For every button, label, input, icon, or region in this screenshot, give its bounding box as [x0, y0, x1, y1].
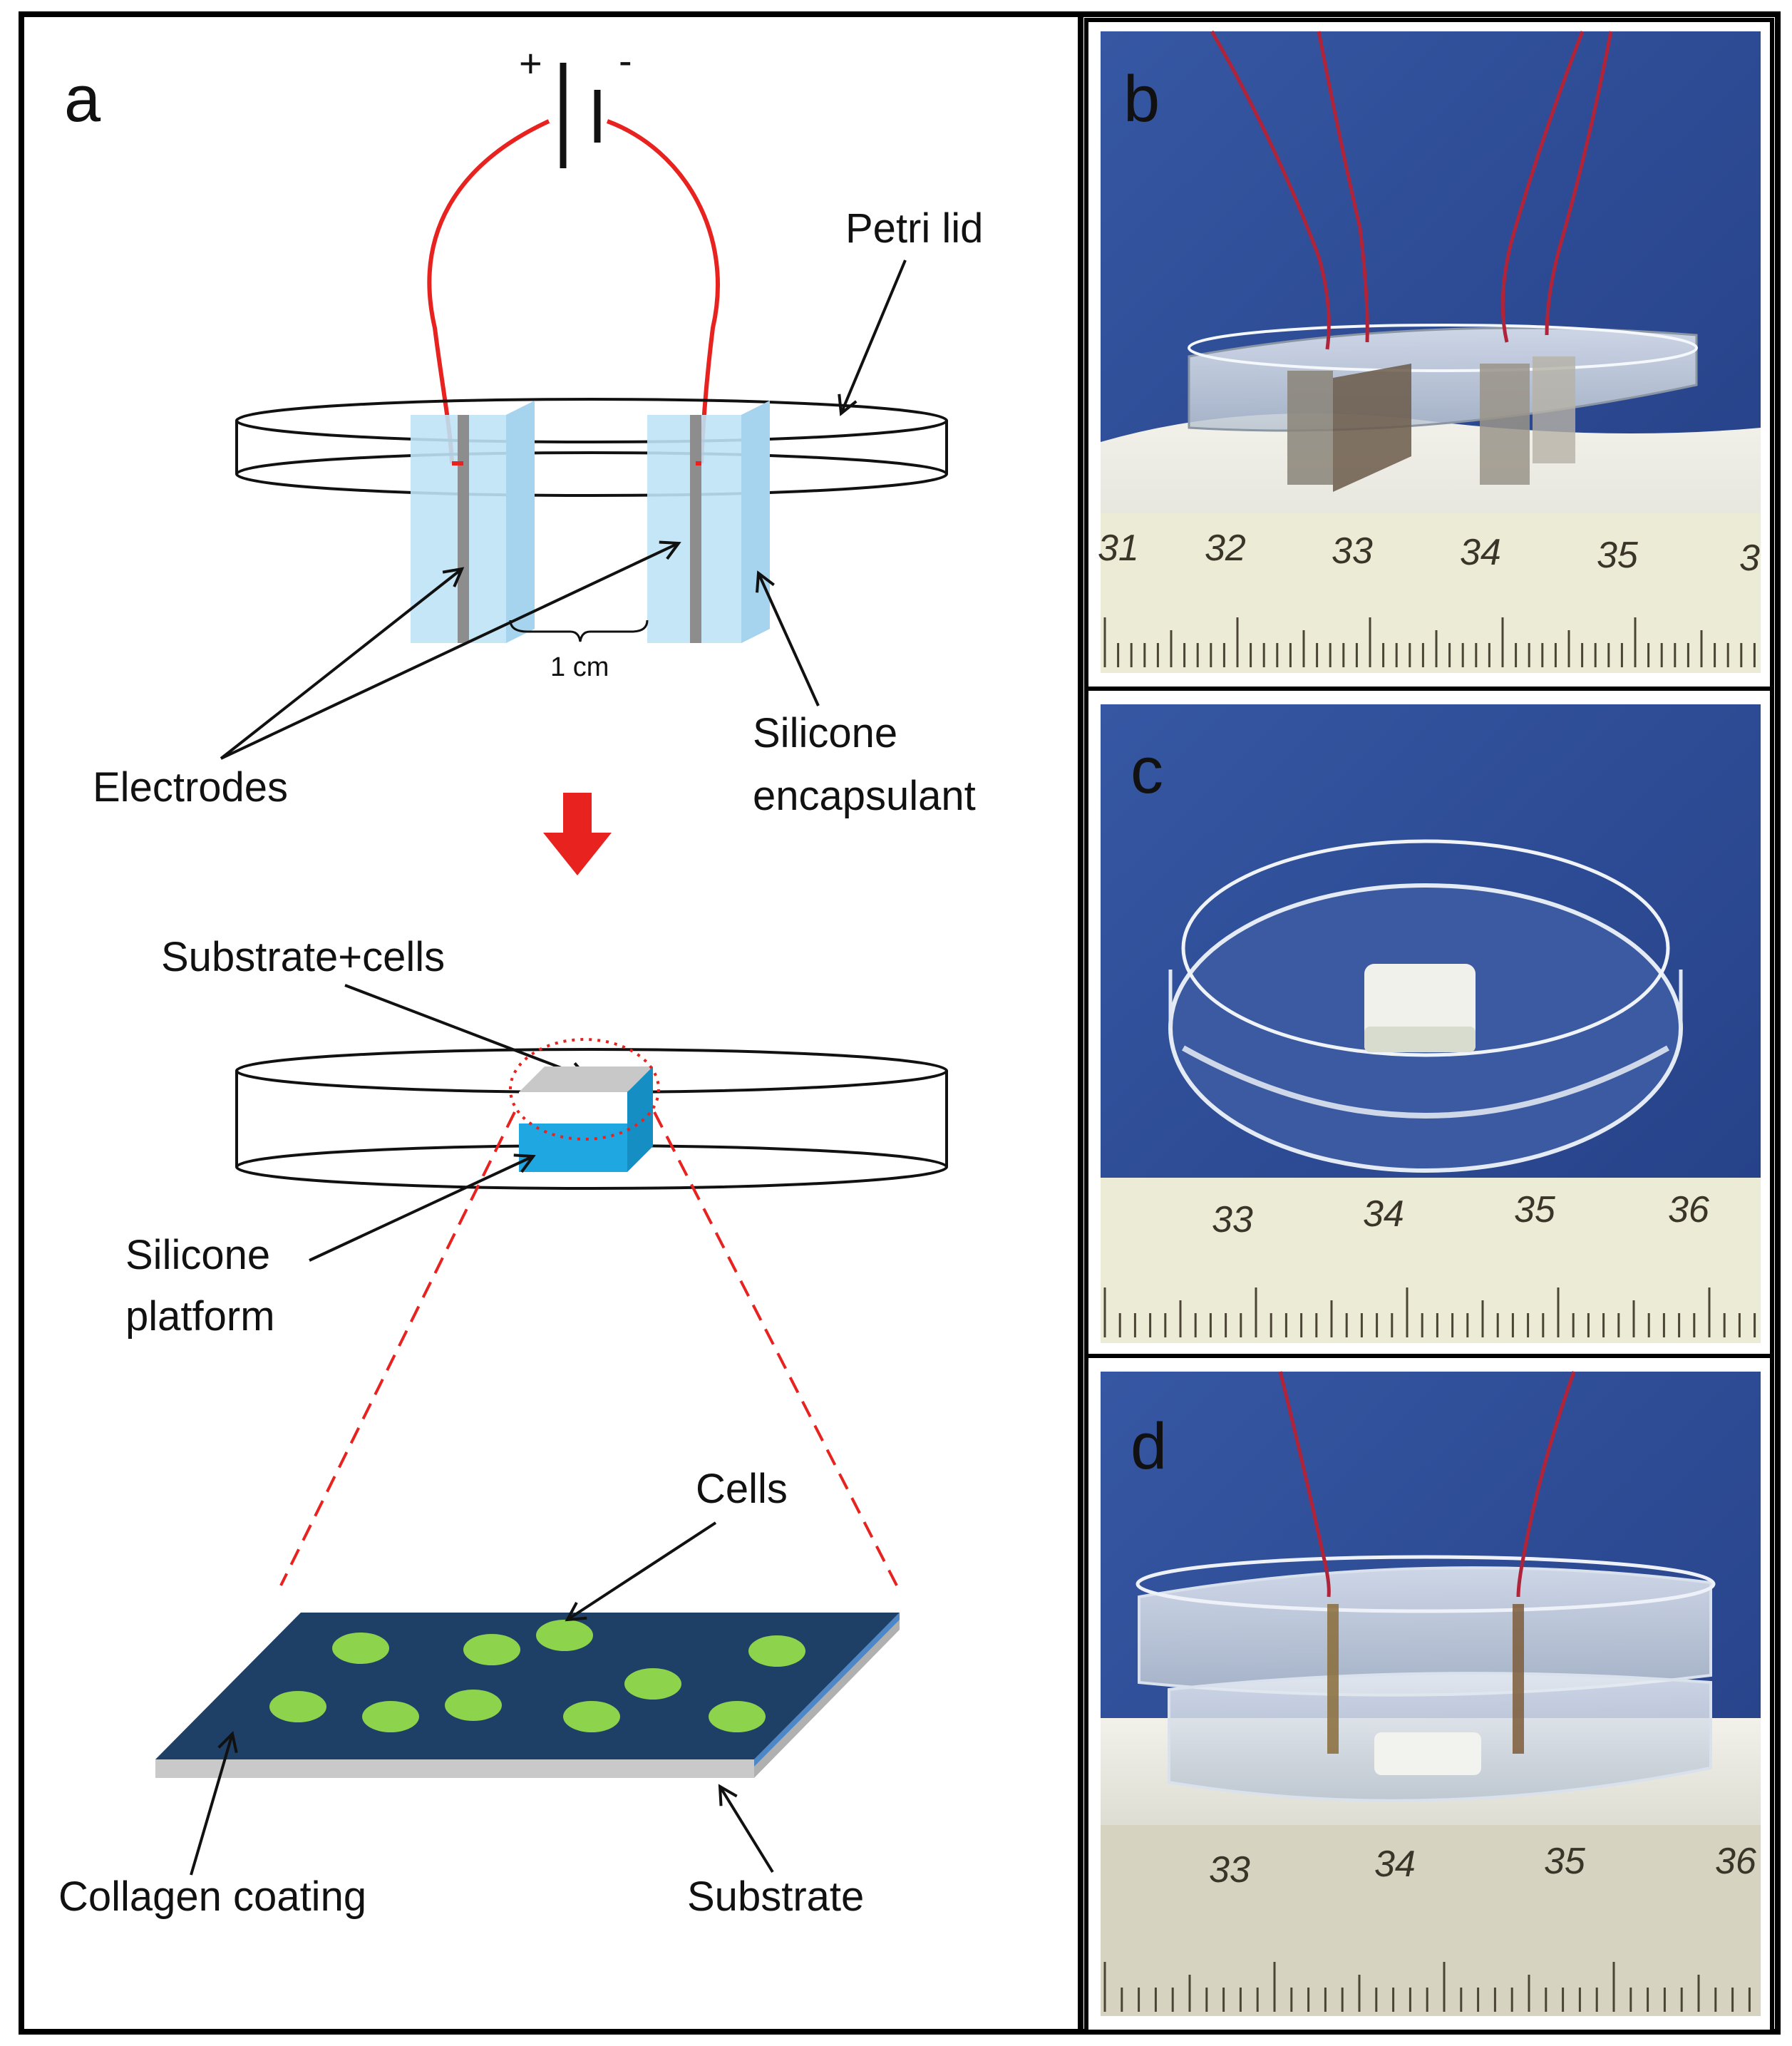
ruler-b-num-4: 34	[1460, 532, 1501, 573]
cell	[709, 1701, 766, 1732]
ruler-c-num-1: 33	[1212, 1199, 1253, 1240]
petri-lid-label: Petri lid	[845, 205, 983, 252]
ruler-b-num-6: 3	[1739, 538, 1760, 579]
silicone-platform	[519, 1066, 653, 1172]
ruler-c-num-4: 36	[1668, 1189, 1709, 1230]
ruler-d-num-3: 35	[1544, 1841, 1586, 1882]
photo-b-ruler-ticks	[1103, 617, 1756, 667]
electrode-left	[411, 401, 535, 643]
substrate-cells-arrow	[344, 984, 587, 1078]
petri-lid-top	[235, 398, 948, 497]
battery-symbol: + -	[519, 38, 632, 168]
substrate-cells-label: Substrate+cells	[161, 934, 445, 980]
photo-c-ruler	[1101, 1178, 1761, 1343]
cells-group	[269, 1620, 805, 1732]
silicone-platform-arrow	[309, 1156, 533, 1262]
ruler-b-num-2: 32	[1205, 528, 1246, 569]
electrode-right	[647, 401, 770, 643]
ruler-d-num-1: 33	[1209, 1849, 1250, 1891]
wire-negative	[606, 119, 720, 464]
cell	[624, 1668, 681, 1700]
cell	[445, 1690, 502, 1721]
cell	[536, 1620, 593, 1651]
photo-b-wires	[1210, 30, 1613, 350]
collagen-coating-arrow	[190, 1734, 232, 1876]
substrate-arrow	[720, 1787, 774, 1873]
cells-label: Cells	[696, 1466, 788, 1512]
panel-c: 33 34 35 36 c	[1084, 687, 1774, 1358]
panel-a: a + -	[58, 38, 983, 1920]
gap-label: 1 cm	[550, 652, 609, 682]
substrate-label: Substrate	[687, 1873, 864, 1920]
silicone-encapsulant-arrow	[758, 573, 820, 706]
electrodes-arrow-2	[220, 543, 679, 760]
zoom-line-left	[279, 1111, 516, 1586]
cell	[563, 1701, 620, 1732]
silicone-platform-label-1: Silicone	[125, 1232, 270, 1278]
outer-frame	[19, 11, 1781, 2035]
zoom-line-right	[653, 1111, 898, 1586]
ruler-d-num-4: 36	[1715, 1841, 1756, 1882]
photo-d-ruler	[1101, 1825, 1761, 2016]
ruler-b-num-1: 31	[1098, 528, 1139, 569]
battery-plus-label: +	[519, 41, 542, 86]
electrodes-arrow-1	[220, 569, 462, 760]
photo-b-electrodes	[1287, 356, 1575, 492]
silicone-encapsulant-label-2: encapsulant	[753, 773, 976, 819]
panel-a-letter: a	[64, 63, 101, 135]
cell	[463, 1634, 520, 1665]
ruler-b-num-5: 35	[1597, 535, 1639, 576]
cell	[748, 1635, 805, 1667]
panel-b-letter: b	[1123, 63, 1160, 135]
electrodes-label: Electrodes	[93, 764, 288, 811]
battery-minus-label: -	[619, 38, 632, 83]
zoom-circle	[509, 1038, 660, 1141]
photo-d-wires	[1278, 1371, 1576, 1598]
silicone-platform-label-2: platform	[125, 1293, 275, 1340]
ruler-b-num-3: 33	[1332, 530, 1373, 572]
cell	[362, 1701, 419, 1732]
silicone-encapsulant-label-1: Silicone	[753, 710, 897, 756]
gap-bracket	[509, 620, 649, 642]
ruler-c-num-3: 35	[1514, 1189, 1556, 1230]
ruler-d-num-2: 34	[1374, 1844, 1416, 1885]
panel-b: 31 32 33 34 35 3 b	[1084, 18, 1774, 691]
collagen-coating-label: Collagen coating	[58, 1873, 366, 1920]
cell	[332, 1633, 389, 1664]
photo-c-silicone-block	[1364, 964, 1476, 1052]
ruler-c-num-2: 34	[1363, 1193, 1404, 1235]
petri-lid-arrow	[841, 259, 907, 413]
photo-c-ruler-ticks	[1103, 1287, 1756, 1337]
cells-arrow	[567, 1521, 717, 1620]
photo-d-petri-stack	[1136, 1555, 1716, 1802]
panel-c-letter: c	[1131, 734, 1163, 807]
panel-d-letter: d	[1131, 1410, 1167, 1483]
cell	[269, 1691, 326, 1722]
transition-arrow	[543, 793, 612, 875]
photo-d-ruler-ticks	[1103, 1962, 1751, 2012]
panel-d: 33 34 35 36 d	[1084, 1354, 1774, 2034]
